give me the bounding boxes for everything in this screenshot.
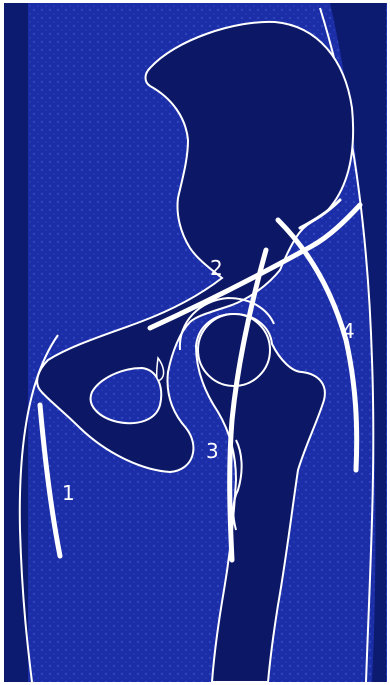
label-4: 4 bbox=[342, 319, 355, 343]
label-2: 2 bbox=[210, 256, 223, 280]
femoral-head bbox=[198, 314, 270, 386]
left-dark-strip bbox=[4, 3, 28, 682]
label-1: 1 bbox=[62, 481, 75, 505]
label-3: 3 bbox=[206, 439, 219, 463]
